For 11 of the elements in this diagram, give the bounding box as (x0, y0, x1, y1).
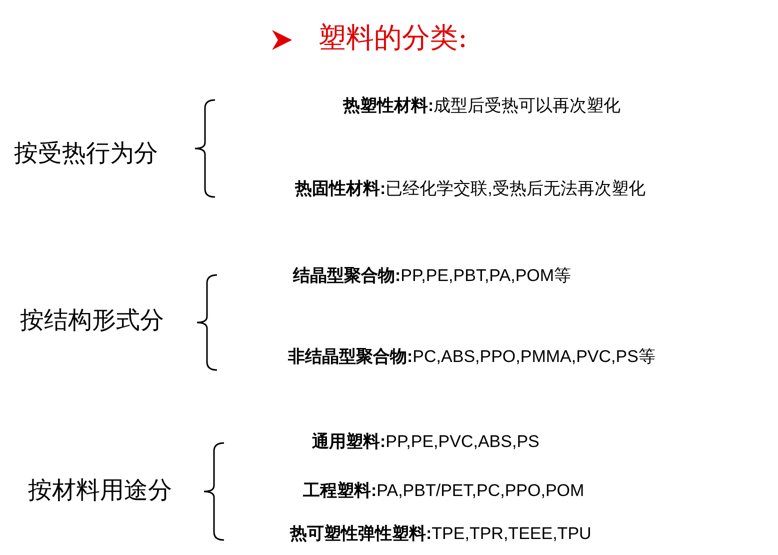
item-text: 结晶型聚合物:PP,PE,PBT,PA,POM等 (293, 266, 572, 286)
item-text: 非结晶型聚合物:PC,ABS,PPO,PMMA,PVC,PS等 (288, 347, 656, 368)
item-text: 热可塑性弹性塑料:TPE,TPR,TEEE,TPU (290, 524, 592, 544)
category-label: 按材料用途分 (28, 476, 172, 505)
item-text: 通用塑料:PP,PE,PVC,ABS,PS (312, 432, 540, 452)
item-text: 工程塑料:PA,PBT/PET,PC,PPO,POM (303, 481, 584, 502)
category-label: 按结构形式分 (20, 306, 164, 335)
item-text: 热固性材料:已经化学交联,受热后无法再次塑化 (295, 179, 646, 200)
item-text: 热塑性材料:成型后受热可以再次塑化 (343, 96, 621, 116)
title: 塑料的分类: (318, 21, 468, 55)
category-label: 按受热行为分 (14, 139, 158, 168)
